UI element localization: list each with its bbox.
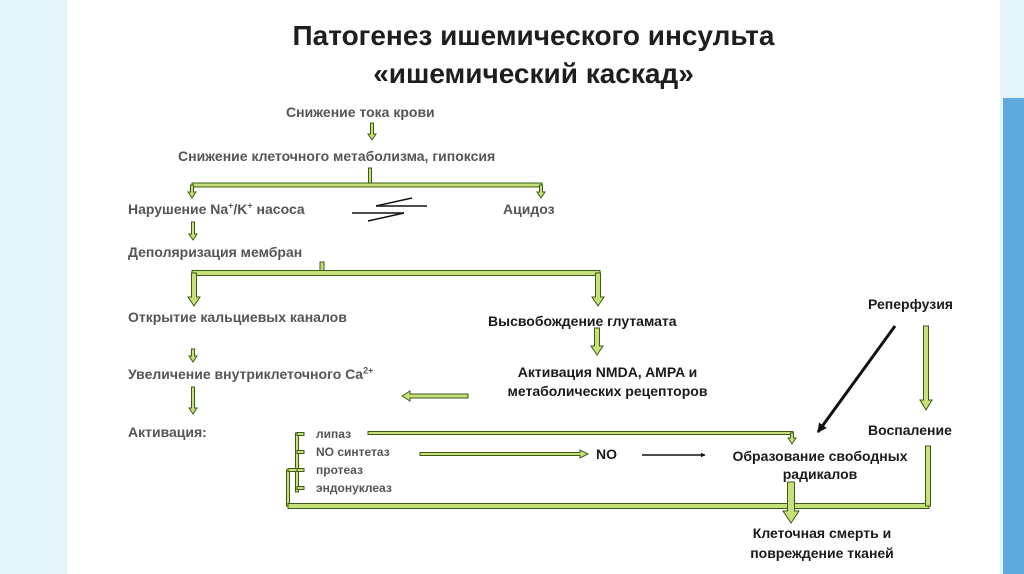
step-metabolism: Снижение клеточного метаболизма, гипокси…	[178, 148, 496, 164]
enzyme-tick-endonuclease	[296, 486, 305, 490]
enzyme-lipase: липаз	[316, 427, 352, 441]
step-depolarization: Деполяризация мембран	[128, 244, 303, 260]
arrow-to-calcium-increase	[188, 348, 198, 363]
stem-metabolism	[368, 167, 372, 185]
branch-bar-pump-acidosis	[191, 182, 543, 188]
enzyme-tick-lipase	[296, 432, 305, 436]
pump-text: Нарушение Na	[128, 201, 229, 217]
inflammation: Воспаление	[868, 422, 952, 438]
receptors-line-2: метаболических рецепторов	[507, 383, 708, 399]
inflammation-down-bar	[925, 445, 931, 507]
pump-sup-1: +	[228, 200, 234, 211]
pump-sup-2: +	[247, 200, 253, 211]
no-label: NO	[596, 446, 617, 462]
step-acidosis: Ацидоз	[503, 201, 555, 217]
enzyme-no-synthase: NO синтетаз	[316, 445, 390, 459]
bottom-return-bar	[287, 503, 930, 509]
left-frame	[0, 0, 67, 574]
arrow-reperfusion-to-inflammation	[919, 325, 933, 411]
slide	[67, 0, 1000, 574]
title-line-2: «ишемический каскад»	[373, 58, 694, 89]
glutamate-release: Высвобождение глутамата	[488, 313, 677, 329]
arrow-to-pump	[187, 184, 197, 199]
step-calcium: Увеличение внутриклеточного Ca2+	[128, 366, 373, 382]
arrow-to-glutamate	[591, 272, 605, 307]
step-blood-flow: Снижение тока крови	[286, 104, 435, 120]
step-activation: Активация:	[128, 424, 207, 440]
enzyme-bracket-outer-link	[287, 468, 298, 472]
arrow-flow-to-metabolism	[367, 122, 377, 141]
right-accent-bar	[1003, 98, 1024, 574]
cell-death-line-2: повреждение тканей	[750, 545, 894, 561]
receptors-line-1: Активация NMDA, AMPA и	[517, 364, 698, 380]
enzyme-tick-no-synthase	[296, 450, 305, 454]
cell-death-line-1: Клеточная смерть и	[752, 525, 892, 541]
equilibrium-barb-lower	[367, 212, 405, 222]
branch-bar-calcium-glutamate	[191, 270, 601, 276]
calcium-sup: 2+	[363, 365, 374, 376]
radicals-line-2: радикалов	[782, 466, 858, 482]
enzyme-bracket-spine	[295, 432, 299, 493]
arrow-to-acidosis	[536, 184, 546, 199]
enzyme-endonuclease: эндонуклеаз	[316, 481, 392, 495]
arrow-reperfusion-to-radicals	[816, 325, 897, 433]
step-pump: Нарушение Na+/K+ насоса	[128, 201, 305, 217]
arrow-to-depolarization	[188, 221, 198, 241]
arrow-to-activation	[188, 386, 198, 415]
arrow-radicals-to-cell-death	[782, 481, 800, 524]
arrow-to-receptors	[590, 327, 604, 356]
calcium-text: Увеличение внутриклеточного Ca	[128, 366, 364, 382]
pump-mid: /K	[233, 201, 248, 217]
step-calcium-channels: Открытие кальциевых каналов	[128, 309, 347, 325]
pump-end: насоса	[252, 201, 305, 217]
enzyme-bracket-outer	[286, 469, 290, 507]
arrow-receptors-to-calcium	[401, 390, 469, 402]
arrow-to-calcium-channels	[187, 272, 201, 307]
enzyme-tick-protease	[296, 468, 305, 472]
radicals-line-1: Образование свободных	[732, 448, 908, 464]
title-line-1: Патогенез ишемического инсульта	[292, 20, 775, 51]
lipase-line	[367, 431, 794, 435]
arrow-no-synthase-to-no	[419, 449, 590, 459]
arrow-lipase-to-radicals	[787, 432, 797, 445]
enzyme-protease: протеаз	[316, 463, 363, 477]
reperfusion: Реперфузия	[868, 296, 953, 312]
equilibrium-barb-upper	[375, 197, 413, 207]
